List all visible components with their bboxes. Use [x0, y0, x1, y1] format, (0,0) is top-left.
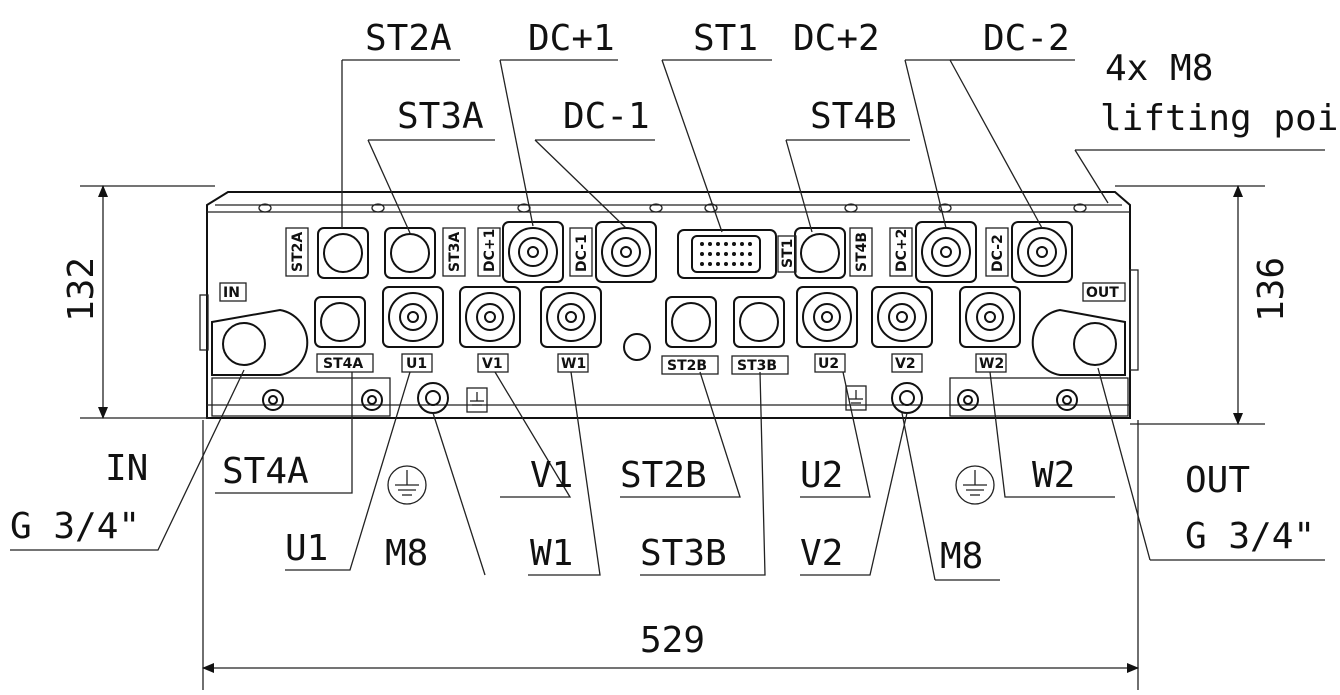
- connector-st3b: [733, 296, 785, 348]
- panel-label-v1: V1: [482, 356, 503, 372]
- connector-dc-minus-2: [1011, 221, 1073, 283]
- panel-ground-icon-right: [845, 385, 867, 411]
- callout-st4b: ST4B: [810, 96, 897, 137]
- panel-label-dc1p: DC+1: [482, 229, 498, 272]
- connector-st1: [677, 229, 777, 279]
- panel-label-out: OUT: [1086, 285, 1119, 301]
- dim-label-height-right: 136: [1251, 257, 1292, 322]
- dimension-width: [202, 420, 1139, 690]
- panel-label-st3a: ST3A: [447, 232, 463, 272]
- panel-label-dc2m: DC-2: [990, 234, 1006, 272]
- connector-dc-plus-1: [502, 221, 564, 283]
- panel-label-w1: W1: [561, 356, 586, 372]
- ground-stud-right: [891, 382, 923, 414]
- callout-st4a: ST4A: [222, 451, 309, 492]
- panel-label-w2: W2: [979, 356, 1004, 372]
- callout-st1: ST1: [693, 18, 758, 59]
- callout-dc-plus-2: DC+2: [793, 18, 880, 59]
- connector-v2: [871, 286, 933, 348]
- callout-out: OUT: [1185, 460, 1250, 501]
- callout-w1: W1: [530, 533, 573, 574]
- callout-in: IN: [105, 448, 148, 489]
- connector-w1: [540, 286, 602, 348]
- callout-dc-plus-1: DC+1: [528, 18, 615, 59]
- panel-label-u2: U2: [818, 356, 839, 372]
- callout-dc-minus-1: DC-1: [563, 96, 650, 137]
- callout-st3a: ST3A: [397, 96, 484, 137]
- vent-plug: [623, 333, 651, 361]
- connector-u2: [796, 286, 858, 348]
- panel-label-dc1m: DC-1: [574, 234, 590, 272]
- panel-label-st4b: ST4B: [854, 232, 870, 272]
- panel-ground-icon-left: [466, 387, 488, 413]
- callout-in-thread: G 3/4": [10, 506, 140, 547]
- callout-out-thread: G 3/4": [1185, 516, 1315, 557]
- panel-label-st1: ST1: [780, 239, 796, 268]
- panel-label-st2a: ST2A: [290, 232, 306, 272]
- panel-label-st3b: ST3B: [737, 358, 777, 374]
- leader-lines-top: [341, 59, 1325, 234]
- callout-lifting-line-2: lifting point: [1100, 98, 1340, 139]
- callout-u1: U1: [285, 528, 328, 569]
- connector-w2: [959, 286, 1021, 348]
- callout-st3b: ST3B: [640, 533, 727, 574]
- leader-lines-bottom: [10, 367, 1325, 581]
- coolant-port-out: [1031, 308, 1126, 376]
- earth-symbol-left: [387, 465, 427, 505]
- connector-st2b: [665, 296, 717, 348]
- panel-label-u1: U1: [406, 356, 427, 372]
- callout-st2a: ST2A: [365, 18, 452, 59]
- dimension-height-right: [1115, 185, 1265, 425]
- connector-st3a: [384, 227, 436, 279]
- panel-label-st4a: ST4A: [323, 356, 363, 372]
- connector-st2a: [317, 227, 369, 279]
- connector-dc-minus-1: [595, 221, 657, 283]
- callout-lifting-line-1: 4x M8: [1105, 48, 1213, 89]
- flange-screws: [262, 389, 1078, 411]
- connector-st4b: [794, 227, 846, 279]
- panel-label-v2: V2: [895, 356, 916, 372]
- callout-m8-right: M8: [940, 536, 983, 577]
- connector-st4a: [314, 296, 366, 348]
- connector-v1: [459, 286, 521, 348]
- connector-dc-plus-2: [915, 221, 977, 283]
- panel-label-in: IN: [223, 285, 240, 301]
- callout-u2: U2: [800, 455, 843, 496]
- ground-stud-left: [417, 382, 449, 414]
- callout-dc-minus-2: DC-2: [983, 18, 1070, 59]
- connector-u1: [382, 286, 444, 348]
- coolant-port-in: [211, 308, 309, 376]
- panel-label-st2b: ST2B: [667, 358, 707, 374]
- callout-st2b: ST2B: [620, 455, 707, 496]
- callout-v2: V2: [800, 533, 843, 574]
- dimension-height-left: [80, 185, 215, 419]
- earth-symbol-right: [955, 465, 995, 505]
- callout-w2: W2: [1032, 455, 1075, 496]
- callout-m8-left: M8: [385, 533, 428, 574]
- dim-label-height-left: 132: [61, 257, 102, 322]
- callout-v1: V1: [530, 455, 573, 496]
- panel-label-dc2p: DC+2: [894, 229, 910, 272]
- dim-label-width: 529: [640, 620, 705, 661]
